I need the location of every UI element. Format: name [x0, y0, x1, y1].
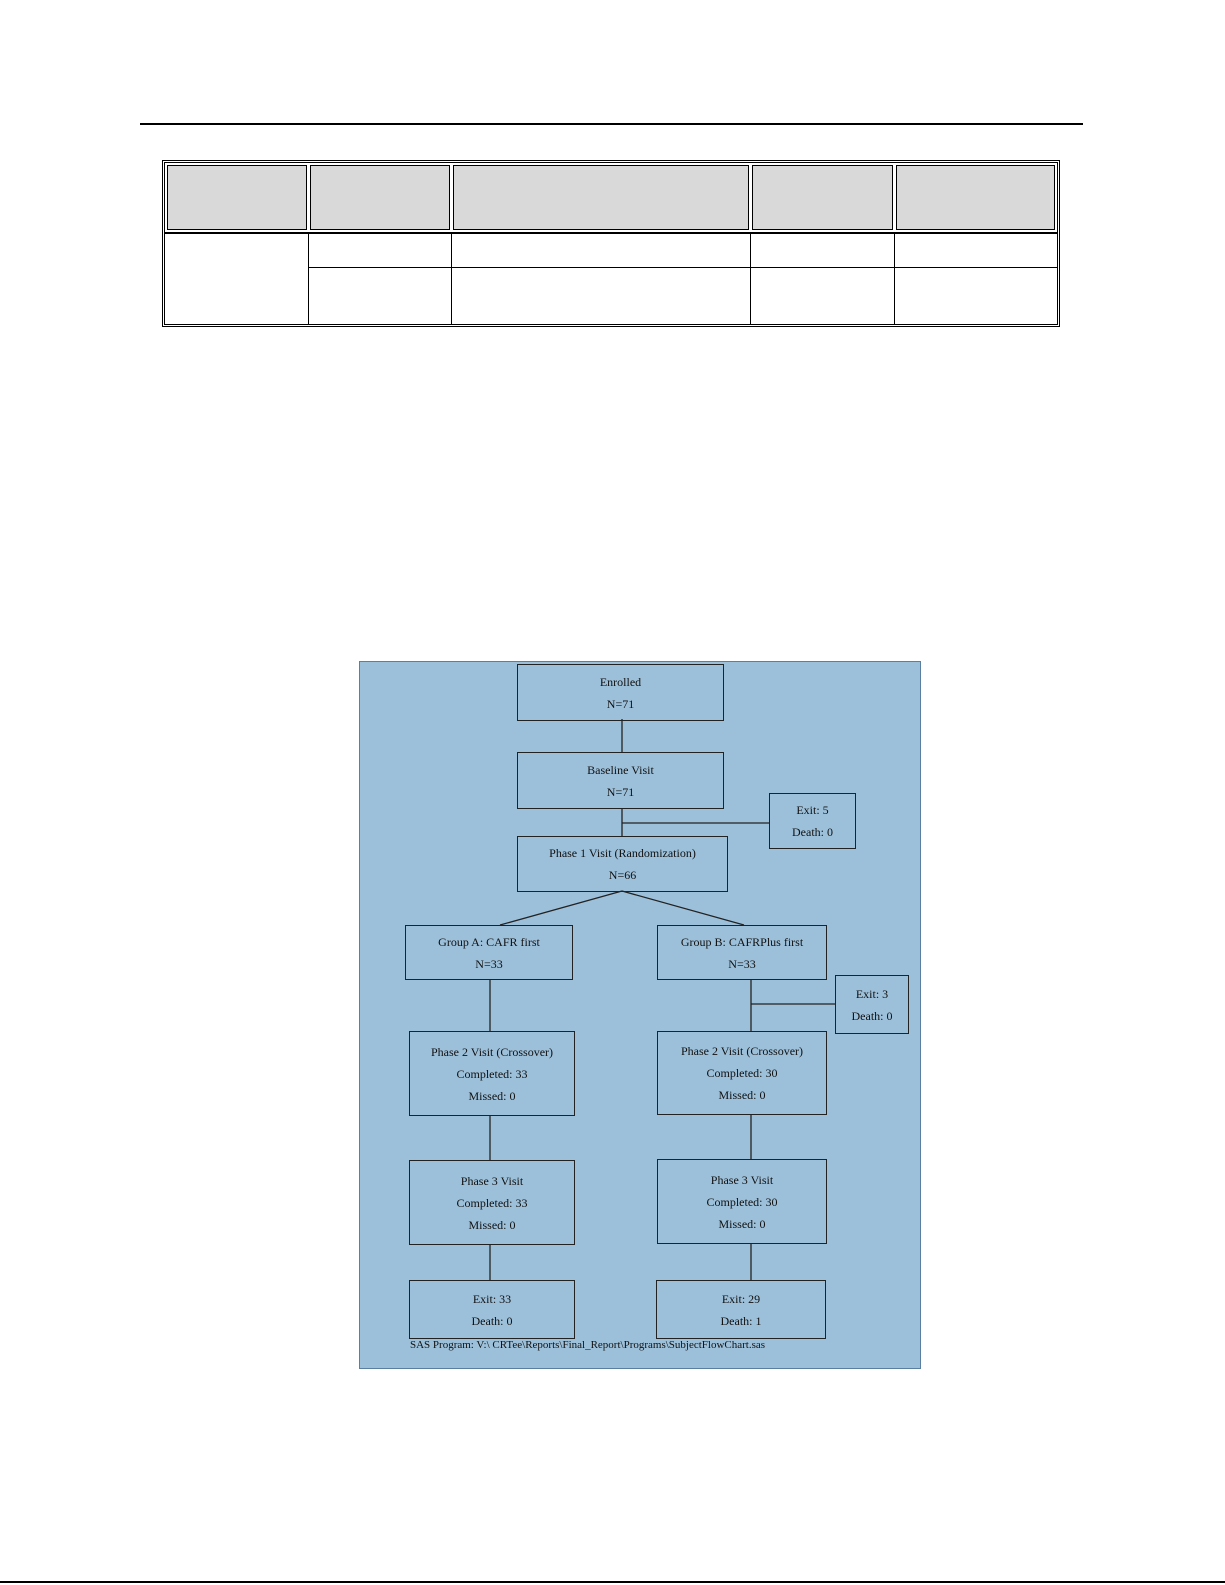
- group-b-title: Group B: CAFRPlus first: [680, 934, 804, 949]
- a-phase2-completed: Completed: 33: [456, 1066, 528, 1081]
- b-phase3-missed: Missed: 0: [718, 1216, 766, 1231]
- header-cell-1: [167, 165, 307, 230]
- a-phase2-title: Phase 2 Visit (Crossover): [430, 1044, 554, 1059]
- group-b-final-box: Exit: 29 Death: 1: [656, 1280, 826, 1339]
- phase1-title: Phase 1 Visit (Randomization): [549, 846, 696, 860]
- row-divider: [308, 267, 1057, 268]
- sas-program-path: SAS Program: V:\ CRTee\Reports\Final_Rep…: [410, 1339, 766, 1351]
- group-a-count: N=33: [475, 956, 503, 971]
- header-cell-3: [453, 165, 749, 230]
- col-divider-3: [750, 232, 751, 324]
- group-b-exit-box: Exit: 3 Death: 0: [835, 975, 909, 1034]
- a-phase2-missed: Missed: 0: [468, 1088, 516, 1103]
- phase1-visit-box: Phase 1 Visit (Randomization) N=66: [517, 836, 728, 892]
- baseline-death: Death: 0: [792, 825, 833, 839]
- baseline-count: N=71: [606, 784, 635, 799]
- group-a-final-box: Exit: 33 Death: 0: [409, 1280, 575, 1339]
- baseline-exit: Exit: 5: [796, 803, 829, 817]
- a-final-death: Death: 0: [471, 1313, 513, 1328]
- header-cell-5: [896, 165, 1055, 230]
- a-phase3-title: Phase 3 Visit: [460, 1173, 524, 1188]
- top-rule: [140, 123, 1083, 125]
- group-a-title: Group A: CAFR first: [438, 934, 540, 949]
- phase1-count: N=66: [608, 868, 637, 882]
- b-phase2-missed: Missed: 0: [718, 1088, 766, 1102]
- group-b-exit: Exit: 3: [855, 986, 889, 1001]
- b-phase2-completed: Completed: 30: [706, 1066, 778, 1080]
- b-phase3-completed: Completed: 30: [706, 1194, 778, 1209]
- header-cell-2: [310, 165, 450, 230]
- header-divider: [165, 232, 1057, 234]
- b-phase3-title: Phase 3 Visit: [710, 1172, 774, 1187]
- enrolled-count: N=71: [606, 696, 635, 711]
- a-final-exit: Exit: 33: [472, 1291, 512, 1306]
- group-a-box: Group A: CAFR first N=33: [405, 925, 573, 980]
- group-a-phase2-box: Phase 2 Visit (Crossover) Completed: 33 …: [409, 1031, 575, 1116]
- group-a-phase3-box: Phase 3 Visit Completed: 33 Missed: 0: [409, 1160, 575, 1245]
- b-phase2-title: Phase 2 Visit (Crossover): [680, 1044, 804, 1058]
- b-final-death: Death: 1: [720, 1313, 762, 1328]
- baseline-title: Baseline Visit: [587, 762, 654, 777]
- a-phase3-missed: Missed: 0: [468, 1217, 516, 1232]
- group-b-count: N=33: [728, 956, 756, 971]
- col-divider-4: [894, 232, 895, 324]
- subject-flow-chart: Enrolled N=71 Baseline Visit N=71 Exit: …: [359, 661, 921, 1369]
- flow-connectors: [489, 719, 835, 1280]
- enrolled-box: Enrolled N=71: [517, 664, 724, 721]
- group-b-phase2-box: Phase 2 Visit (Crossover) Completed: 30 …: [657, 1031, 827, 1115]
- group-b-box: Group B: CAFRPlus first N=33: [657, 925, 827, 980]
- enrolled-title: Enrolled: [599, 674, 642, 689]
- bottom-rule: [0, 1581, 1225, 1583]
- col-divider-2: [451, 232, 452, 324]
- baseline-exit-box: Exit: 5 Death: 0: [769, 793, 856, 849]
- a-phase3-completed: Completed: 33: [456, 1195, 528, 1210]
- col-divider-1: [308, 232, 309, 324]
- empty-table: [162, 160, 1060, 327]
- baseline-visit-box: Baseline Visit N=71: [517, 752, 724, 809]
- header-cell-4: [752, 165, 893, 230]
- b-final-exit: Exit: 29: [721, 1291, 761, 1306]
- group-b-phase3-box: Phase 3 Visit Completed: 30 Missed: 0: [657, 1159, 827, 1244]
- group-b-death: Death: 0: [851, 1008, 893, 1023]
